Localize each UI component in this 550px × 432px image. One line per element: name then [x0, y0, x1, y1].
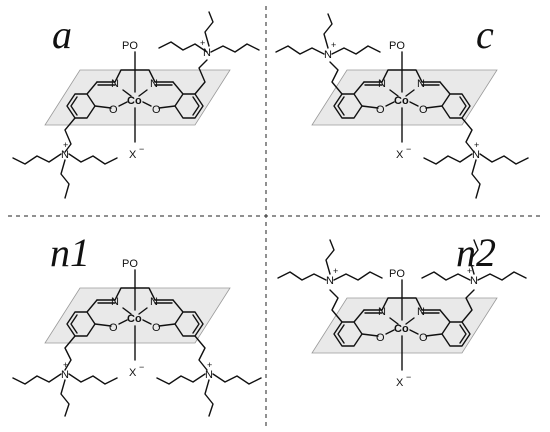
oxygen-atom-right: O [419, 104, 428, 116]
ammonium-top-left: N + [277, 239, 383, 287]
ammonium-nitrogen: N [61, 149, 69, 161]
minus-charge: − [406, 144, 411, 154]
panel-a: PO X − Co N N O O N + N + [12, 11, 260, 199]
panel-n1: PO X − Co N N O O N + N + [12, 258, 262, 417]
nitrogen-atom-left: N [111, 296, 119, 308]
axial-top-label: PO [389, 40, 405, 52]
panel-n1-label: n1 [50, 230, 90, 275]
cobalt-atom: Co [394, 95, 409, 107]
ammonium-top-right: N + [158, 11, 260, 59]
nitrogen-atom-left: N [378, 78, 386, 90]
panel-c: PO X − Co N N O O N + N + [275, 13, 529, 199]
oxygen-atom-left: O [109, 104, 118, 116]
oxygen-atom-left: O [109, 322, 118, 334]
ammonium-nitrogen: N [470, 275, 478, 287]
axial-bottom-label: X [129, 367, 137, 379]
plus-charge: + [474, 140, 479, 150]
nitrogen-atom-right: N [150, 78, 158, 90]
nitrogen-atom-right: N [417, 306, 425, 318]
cobalt-atom: Co [127, 313, 142, 325]
minus-charge: − [139, 144, 144, 154]
nitrogen-atom-left: N [378, 306, 386, 318]
axial-top-label: PO [389, 268, 405, 280]
cobalt-atom: Co [394, 323, 409, 335]
plus-charge: + [331, 40, 336, 50]
panel-a-label: a [52, 12, 72, 57]
panel-c-label: c [476, 12, 494, 57]
axial-bottom-label: X [396, 149, 404, 161]
ammonium-bottom-left: N + [12, 140, 118, 199]
nitrogen-atom-left: N [111, 78, 119, 90]
ammonium-top-left: N + [275, 13, 381, 61]
minus-charge: − [406, 372, 411, 382]
ammonium-nitrogen: N [205, 369, 213, 381]
ammonium-nitrogen: N [326, 275, 334, 287]
ammonium-top-right: N + [421, 239, 527, 287]
axial-top-label: PO [122, 40, 138, 52]
oxygen-atom-right: O [152, 104, 161, 116]
axial-bottom-label: X [396, 377, 404, 389]
ammonium-bottom-right: N + [156, 360, 262, 417]
nitrogen-atom-right: N [150, 296, 158, 308]
oxygen-atom-right: O [152, 322, 161, 334]
nitrogen-atom-right: N [417, 78, 425, 90]
axial-bottom-label: X [129, 149, 137, 161]
plus-charge: + [467, 266, 472, 276]
cobalt-atom: Co [127, 95, 142, 107]
oxygen-atom-left: O [376, 104, 385, 116]
ammonium-nitrogen: N [61, 369, 69, 381]
ammonium-nitrogen: N [324, 49, 332, 61]
plus-charge: + [333, 266, 338, 276]
plus-charge: + [200, 38, 205, 48]
axial-top-label: PO [122, 258, 138, 270]
ammonium-bottom-left: N + [12, 360, 118, 417]
plus-charge: + [63, 140, 68, 150]
panel-n2: PO X − Co N N O O N + N + [277, 239, 527, 389]
panel-n2-label: n2 [456, 230, 496, 275]
minus-charge: − [139, 362, 144, 372]
plus-charge: + [63, 360, 68, 370]
plus-charge: + [207, 360, 212, 370]
ammonium-nitrogen: N [203, 47, 211, 59]
ammonium-bottom-right: N + [423, 140, 529, 199]
oxygen-atom-right: O [419, 332, 428, 344]
oxygen-atom-left: O [376, 332, 385, 344]
ammonium-nitrogen: N [472, 149, 480, 161]
